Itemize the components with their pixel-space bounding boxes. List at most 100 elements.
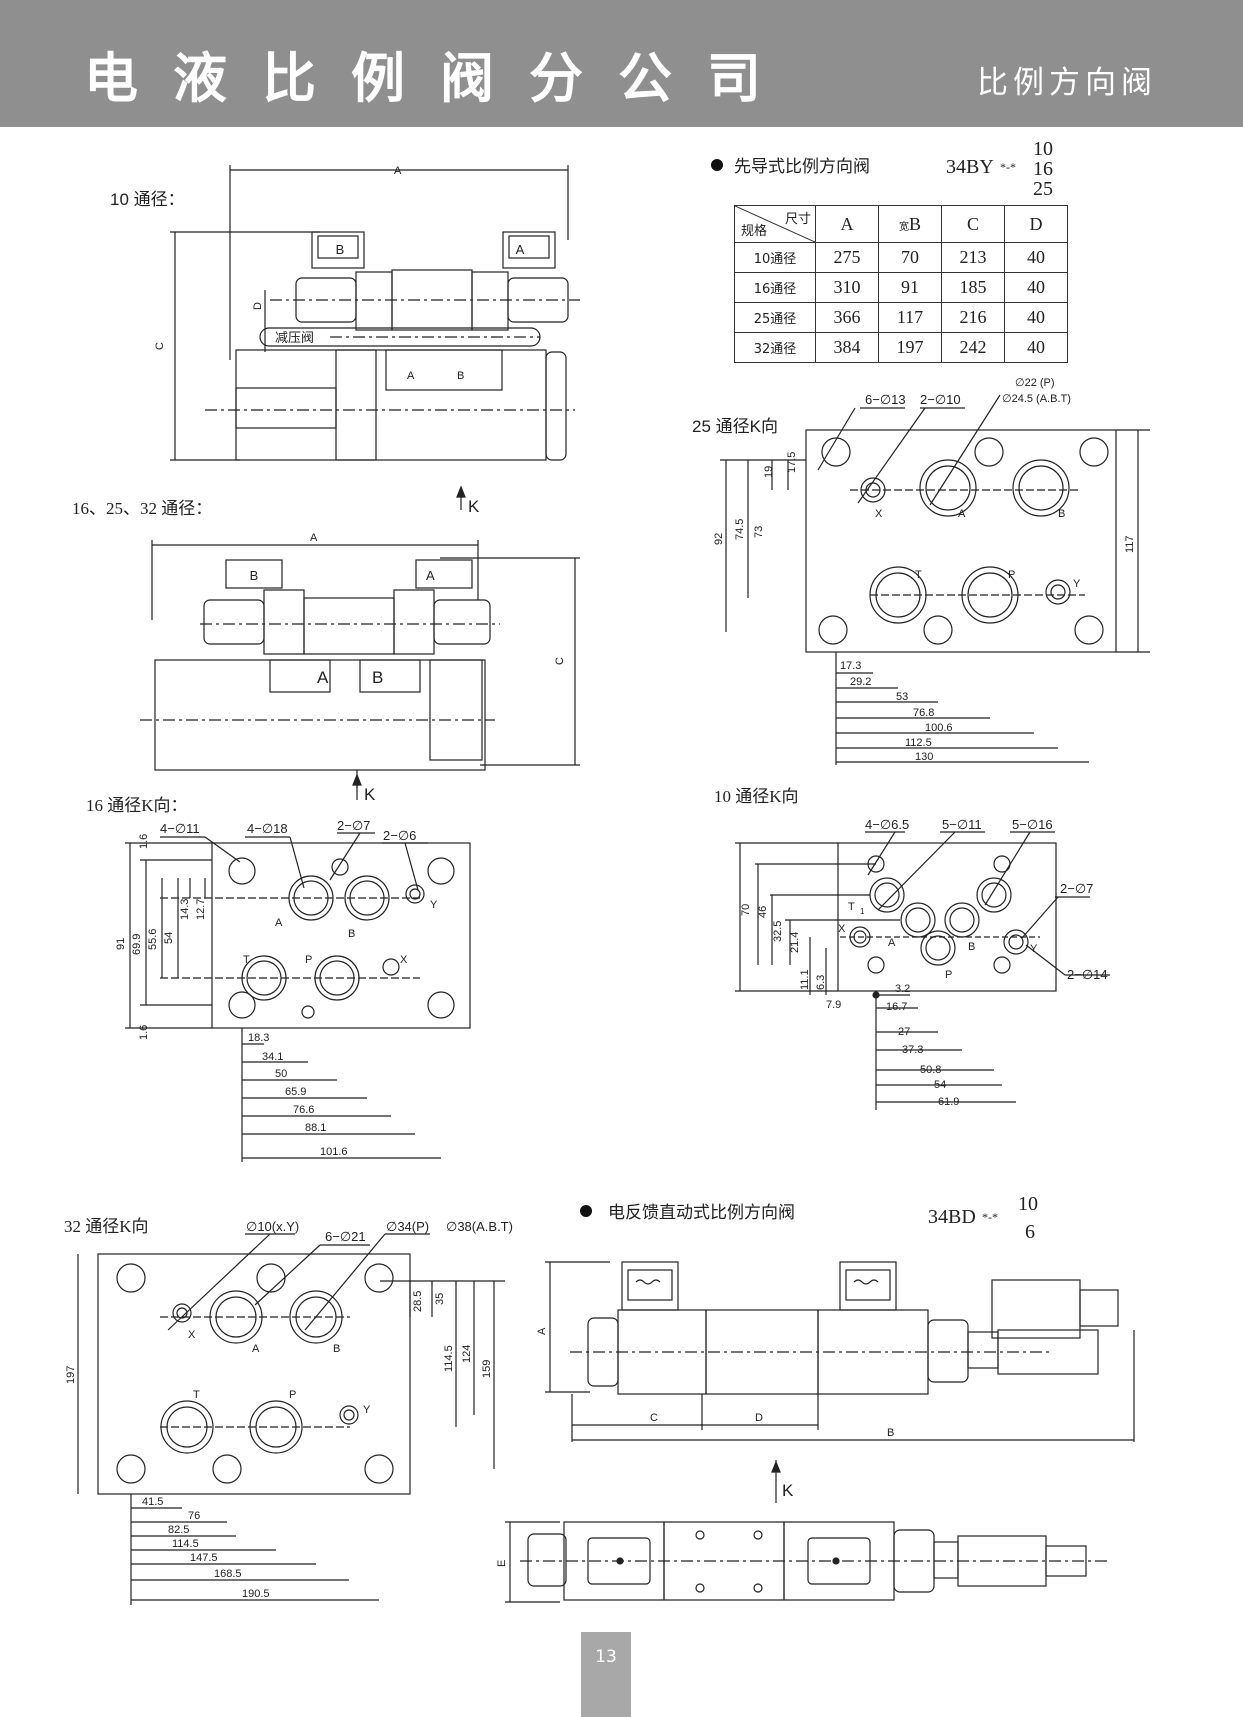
model-size: 10 <box>1033 138 1053 160</box>
col-header: D <box>1004 205 1068 243</box>
svg-text:A: A <box>317 668 329 687</box>
caption: 10 通径K向 <box>714 787 799 806</box>
model-prefix: 34BY <box>946 156 994 178</box>
svg-text:27: 27 <box>898 1026 910 1038</box>
svg-text:91: 91 <box>115 938 127 950</box>
model-mid: *-* <box>1000 160 1016 174</box>
svg-text:55.6: 55.6 <box>147 929 159 950</box>
svg-text:K: K <box>782 1481 794 1500</box>
svg-text:B: B <box>333 1343 340 1355</box>
svg-text:70: 70 <box>740 904 752 916</box>
svg-text:A: A <box>252 1343 260 1355</box>
caption: 32 通径K向 <box>64 1217 149 1236</box>
svg-text:减压阀: 减压阀 <box>275 330 314 345</box>
svg-text:53: 53 <box>896 691 908 703</box>
page-number: 13 <box>581 1632 631 1717</box>
svg-text:1: 1 <box>860 907 865 916</box>
svg-text:4−∅11: 4−∅11 <box>160 821 200 836</box>
svg-text:A: A <box>407 370 415 382</box>
page-header: 电液比例阀分公司 比例方向阀 <box>0 0 1243 127</box>
svg-text:B: B <box>457 370 464 382</box>
svg-text:29.2: 29.2 <box>850 676 871 688</box>
svg-text:B: B <box>336 242 345 257</box>
svg-text:18.3: 18.3 <box>248 1032 269 1044</box>
svg-text:T: T <box>243 954 250 966</box>
svg-text:12.7: 12.7 <box>195 899 207 920</box>
svg-text:117: 117 <box>1124 535 1136 553</box>
direct-valve-top-view: E <box>496 1521 1110 1603</box>
svg-text:Y: Y <box>430 899 438 911</box>
svg-text:73: 73 <box>753 526 765 538</box>
svg-text:69.9: 69.9 <box>131 934 143 955</box>
svg-text:T: T <box>848 901 855 913</box>
svg-text:P: P <box>305 954 312 966</box>
svg-text:114.5: 114.5 <box>443 1345 455 1372</box>
svg-text:B: B <box>887 1427 894 1439</box>
caption: 16、25、32 通径： <box>72 499 212 518</box>
svg-text:D: D <box>252 302 264 310</box>
svg-text:A: A <box>958 508 966 520</box>
caption: 16 通径K向： <box>86 796 188 815</box>
svg-text:A: A <box>310 532 318 544</box>
svg-text:82.5: 82.5 <box>168 1524 189 1536</box>
svg-text:A: A <box>394 165 402 177</box>
svg-text:50.8: 50.8 <box>920 1064 941 1076</box>
svg-text:197: 197 <box>65 1366 77 1384</box>
section1-title: 先导式比例方向阀 <box>734 157 870 176</box>
svg-text:∅10(x.Y): ∅10(x.Y) <box>246 1219 299 1234</box>
svg-text:7.9: 7.9 <box>826 999 841 1011</box>
model-prefix: 34BD <box>928 1206 976 1228</box>
svg-text:A: A <box>426 568 435 583</box>
svg-text:21.4: 21.4 <box>789 932 801 953</box>
svg-text:1.6: 1.6 <box>138 834 150 849</box>
svg-text:74.5: 74.5 <box>734 519 746 540</box>
svg-text:54: 54 <box>163 932 175 944</box>
svg-text:114.5: 114.5 <box>172 1538 199 1550</box>
svg-text:2−∅7: 2−∅7 <box>1060 881 1093 896</box>
svg-text:37.3: 37.3 <box>902 1044 923 1056</box>
direct-valve-side-view: A C D B K <box>536 1261 1135 1503</box>
model-size: 6 <box>1025 1221 1035 1243</box>
table-corner: 尺寸 规格 <box>734 205 816 243</box>
svg-text:B: B <box>1058 508 1065 520</box>
svg-text:6−∅13: 6−∅13 <box>865 392 906 407</box>
caption: 10 通径： <box>110 190 185 209</box>
model-size: 10 <box>1018 1193 1038 1215</box>
mounting-face-25: 25 通径K向 X A B T P Y 6−∅13 2−∅10 ∅22 (P) … <box>692 377 1150 765</box>
mounting-face-32: 32 通径K向 X A B T P Y ∅10(x.Y) 6−∅21 ∅34(P… <box>64 1217 513 1605</box>
svg-text:35: 35 <box>434 1293 446 1305</box>
svg-text:147.5: 147.5 <box>190 1552 218 1564</box>
svg-text:X: X <box>838 923 846 935</box>
svg-text:5−∅11: 5−∅11 <box>942 817 982 832</box>
svg-text:4−∅6.5: 4−∅6.5 <box>865 817 909 832</box>
svg-text:Y: Y <box>1030 943 1038 955</box>
svg-text:14.3: 14.3 <box>179 899 191 920</box>
svg-text:11.1: 11.1 <box>799 969 811 990</box>
svg-text:65.9: 65.9 <box>285 1086 306 1098</box>
svg-text:130: 130 <box>915 751 933 763</box>
svg-text:A: A <box>516 242 525 257</box>
svg-text:T: T <box>915 569 922 581</box>
svg-text:E: E <box>496 1560 508 1567</box>
svg-text:32.5: 32.5 <box>772 921 784 942</box>
svg-text:101.6: 101.6 <box>320 1146 348 1158</box>
svg-text:112.5: 112.5 <box>905 737 932 749</box>
svg-text:C: C <box>554 657 566 665</box>
model-size: 16 <box>1033 158 1053 180</box>
svg-text:6−∅21: 6−∅21 <box>325 1229 366 1244</box>
section-title: 比例方向阀 <box>977 65 1157 101</box>
svg-text:28.5: 28.5 <box>412 1291 424 1312</box>
svg-text:X: X <box>875 508 883 520</box>
svg-text:159: 159 <box>481 1360 493 1378</box>
svg-text:Y: Y <box>363 1404 371 1416</box>
svg-text:∅34(P): ∅34(P) <box>386 1219 429 1234</box>
svg-text:K: K <box>364 785 376 804</box>
valve-drawing-10: 10 通径： A C D B A 减压阀 A <box>110 165 580 516</box>
svg-text:34.1: 34.1 <box>262 1051 283 1063</box>
svg-text:124: 124 <box>461 1345 473 1363</box>
svg-text:190.5: 190.5 <box>242 1588 270 1600</box>
svg-text:1.6: 1.6 <box>138 1025 150 1040</box>
